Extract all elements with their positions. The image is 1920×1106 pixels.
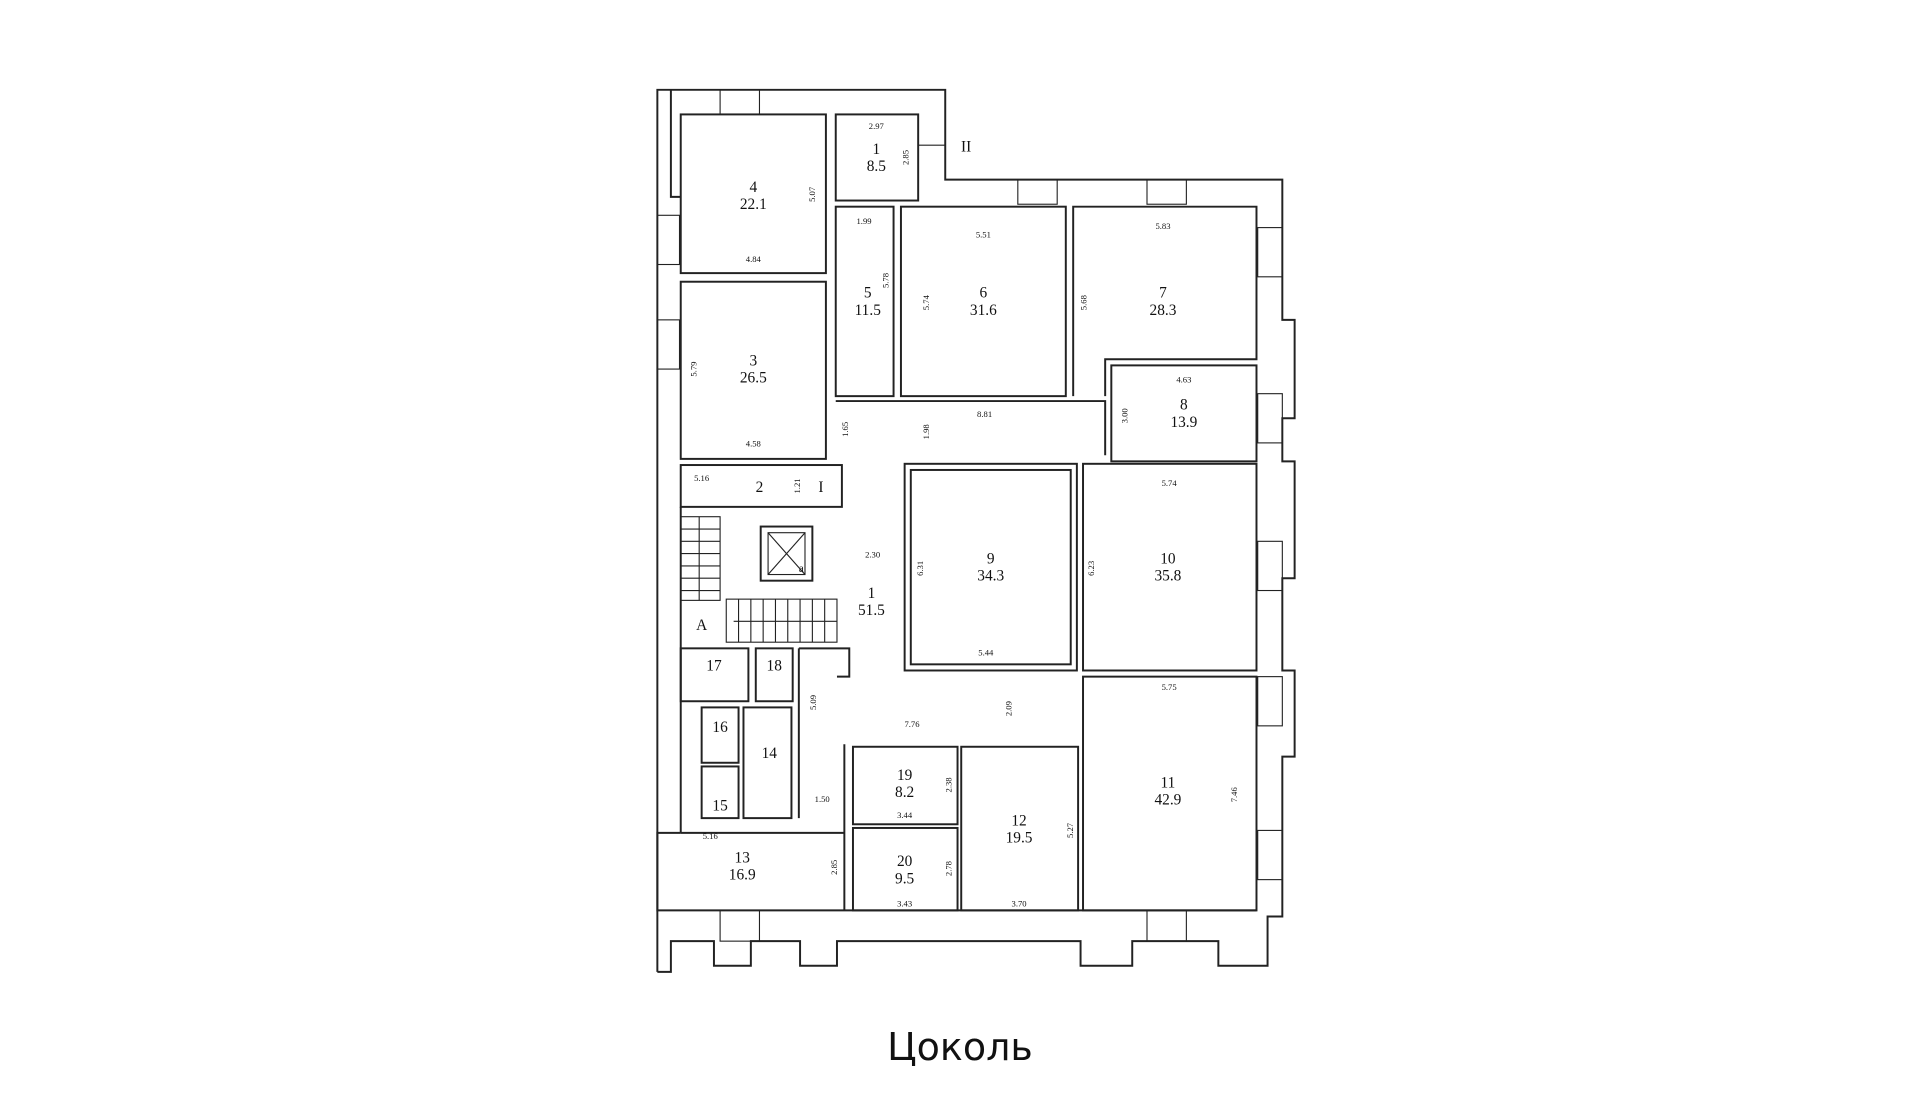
plan-label: 1 — [868, 585, 876, 602]
plan-label: 19 — [897, 767, 913, 784]
plan-label: 2 — [756, 479, 764, 496]
plan-label: 1.50 — [815, 794, 830, 804]
plan-label: 5.74 — [921, 294, 931, 310]
plan-label: 16.9 — [729, 867, 756, 884]
plan-label: 6 — [980, 285, 988, 302]
plan-label: 3.70 — [1012, 899, 1027, 909]
plan-label: 13.9 — [1170, 414, 1197, 431]
plan-label: 1 — [872, 141, 880, 158]
windows — [656, 89, 1283, 942]
plan-label: 8 — [1180, 397, 1188, 414]
plan-label: 12 — [1011, 813, 1026, 830]
plan-label: 51.5 — [858, 602, 885, 619]
plan-label: 13 — [735, 849, 751, 866]
plan-label: 35.8 — [1154, 568, 1181, 585]
plan-label: 5.27 — [1065, 822, 1075, 838]
plan-label: 5.83 — [1155, 221, 1170, 231]
plan-label: 5.74 — [1162, 478, 1178, 488]
plan-label: I — [818, 479, 823, 496]
plan-label: A — [696, 617, 707, 634]
plan-label: 26.5 — [740, 370, 767, 387]
plan-label: 5 — [864, 285, 872, 302]
plan-label: 3.44 — [897, 810, 913, 820]
plan-label: 7.76 — [904, 719, 920, 729]
plan-label: 5.51 — [976, 229, 991, 239]
walls — [656, 88, 1296, 973]
plan-label: a — [799, 563, 804, 575]
plan-label: 2.97 — [869, 121, 885, 131]
plan-label: 3.00 — [1119, 408, 1129, 423]
plan-label: 18 — [767, 657, 783, 674]
plan-label: 1.65 — [840, 422, 850, 437]
plan-label: 15 — [712, 798, 728, 815]
plan-label: 28.3 — [1150, 302, 1177, 319]
plan-label: 2.85 — [829, 860, 839, 875]
plan-label: 4.84 — [746, 254, 762, 264]
plan-label: 2.09 — [1004, 701, 1014, 716]
plan-label: 1.99 — [857, 216, 872, 226]
plan-label: 5.79 — [689, 362, 699, 377]
plan-label: 22.1 — [740, 196, 767, 213]
plan-label: 1.21 — [792, 478, 802, 493]
plan-label: 5.16 — [694, 473, 710, 483]
room-labels: 18.5 2.972.85 II 422.1 5.074.84 326.5 5.… — [689, 121, 1239, 909]
plan-label: II — [961, 138, 971, 155]
plan-label: 3 — [749, 352, 757, 369]
plan-label: 2.38 — [943, 777, 953, 792]
plan-label: 2.78 — [943, 861, 953, 876]
plan-label: 34.3 — [977, 568, 1004, 585]
plan-label: 5.68 — [1079, 295, 1089, 310]
plan-label: 7 — [1159, 285, 1167, 302]
plan-label: 19.5 — [1006, 830, 1033, 847]
plan-label: 8.5 — [867, 158, 887, 175]
plan-label: 4.58 — [746, 439, 761, 449]
plan-label: 11.5 — [855, 302, 882, 319]
staircase — [680, 516, 838, 643]
plan-label: 7.46 — [1229, 787, 1239, 803]
plan-label: 4 — [749, 179, 757, 196]
plan-label: 6.31 — [915, 561, 925, 576]
plan-label: 11 — [1161, 774, 1176, 791]
plan-label: 4.63 — [1176, 375, 1191, 385]
plan-label: 31.6 — [970, 302, 997, 319]
plan-label: 14 — [762, 745, 778, 762]
plan-label: 3.43 — [897, 899, 912, 909]
plan-label: 2.85 — [900, 150, 910, 165]
plan-label: 5.07 — [807, 186, 817, 202]
plan-label: 5.75 — [1162, 682, 1177, 692]
plan-label: 16 — [712, 719, 728, 736]
plan-label: 8.81 — [977, 409, 992, 419]
plan-label: 10 — [1160, 550, 1176, 567]
plan-label: 6.23 — [1086, 561, 1096, 576]
plan-label: 5.16 — [703, 831, 719, 841]
plan-label: 1.98 — [921, 424, 931, 439]
plan-label: 8.2 — [895, 784, 914, 801]
plan-label: 17 — [706, 657, 722, 674]
elevator: a — [759, 525, 814, 582]
plan-label: 5.09 — [808, 695, 818, 710]
plan-label: 2.30 — [865, 549, 880, 559]
plan-label: 9 — [987, 550, 995, 567]
plan-label: 5.78 — [881, 273, 891, 288]
plan-label: 42.9 — [1154, 792, 1181, 809]
plan-label: 20 — [897, 853, 913, 870]
plan-label: 9.5 — [895, 870, 915, 887]
floor-caption: Цоколь — [887, 1025, 1033, 1069]
plan-label: 5.44 — [978, 648, 994, 658]
